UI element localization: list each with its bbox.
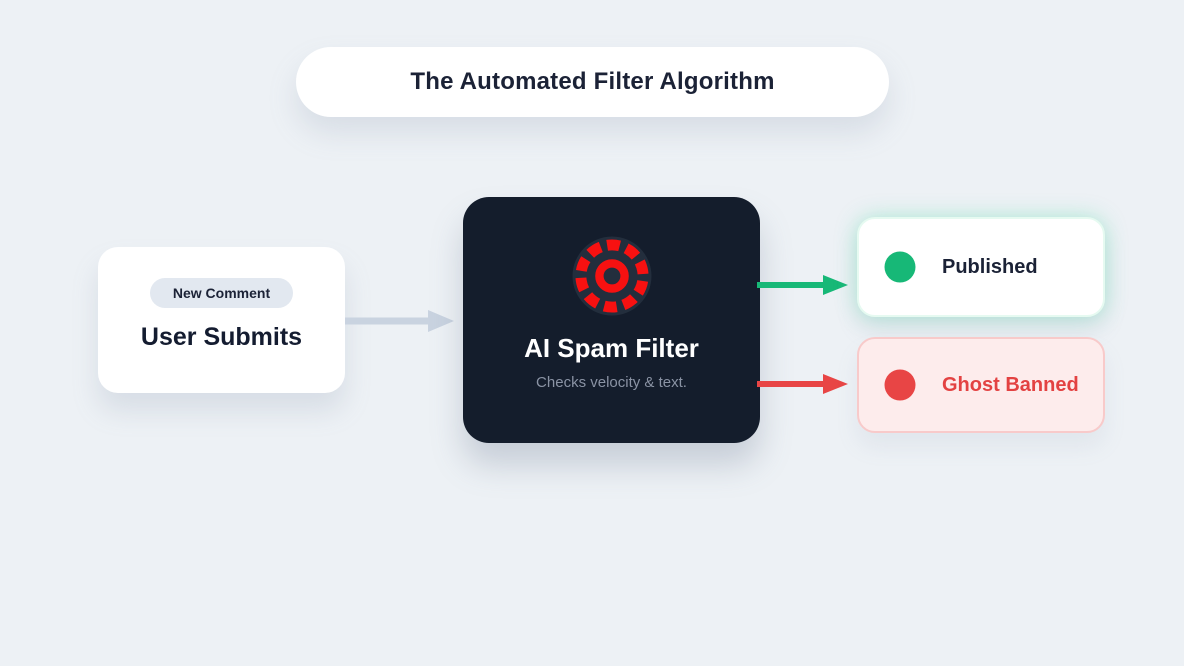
reactor-icon-core-ring <box>594 259 629 293</box>
diagram-title: The Automated Filter Algorithm <box>410 68 775 95</box>
ai-spam-filter-label: AI Spam Filter <box>524 333 699 363</box>
published-label: Published <box>942 255 1038 278</box>
arrow-submit-head <box>428 310 454 332</box>
ai-spam-filter-card: AI Spam Filter Checks velocity & text. <box>463 197 760 443</box>
diagram-title-pill: The Automated Filter Algorithm <box>296 47 889 117</box>
arrow-submit-to-filter-icon <box>345 310 454 332</box>
user-submits-label: User Submits <box>140 323 303 351</box>
arrow-filter-to-published-icon <box>757 275 848 295</box>
ghost-banned-status-dot-icon <box>884 369 916 401</box>
published-status-dot <box>884 251 916 283</box>
ghost-banned-status-dot <box>884 369 916 401</box>
ai-spam-filter-sublabel: Checks velocity & text. <box>536 374 687 391</box>
user-submits-card: New Comment User Submits <box>98 247 345 393</box>
arrow-published-head <box>823 275 848 295</box>
published-status-dot-icon <box>884 251 916 283</box>
ghost-banned-label: Ghost Banned <box>942 373 1079 396</box>
new-comment-badge: New Comment <box>149 278 294 308</box>
arrow-filter-to-banned-icon <box>757 374 848 394</box>
published-card: Published <box>857 217 1105 317</box>
spam-filter-reactor-icon <box>572 236 651 316</box>
arrow-banned-head <box>823 374 848 394</box>
ghost-banned-card: Ghost Banned <box>857 337 1105 433</box>
